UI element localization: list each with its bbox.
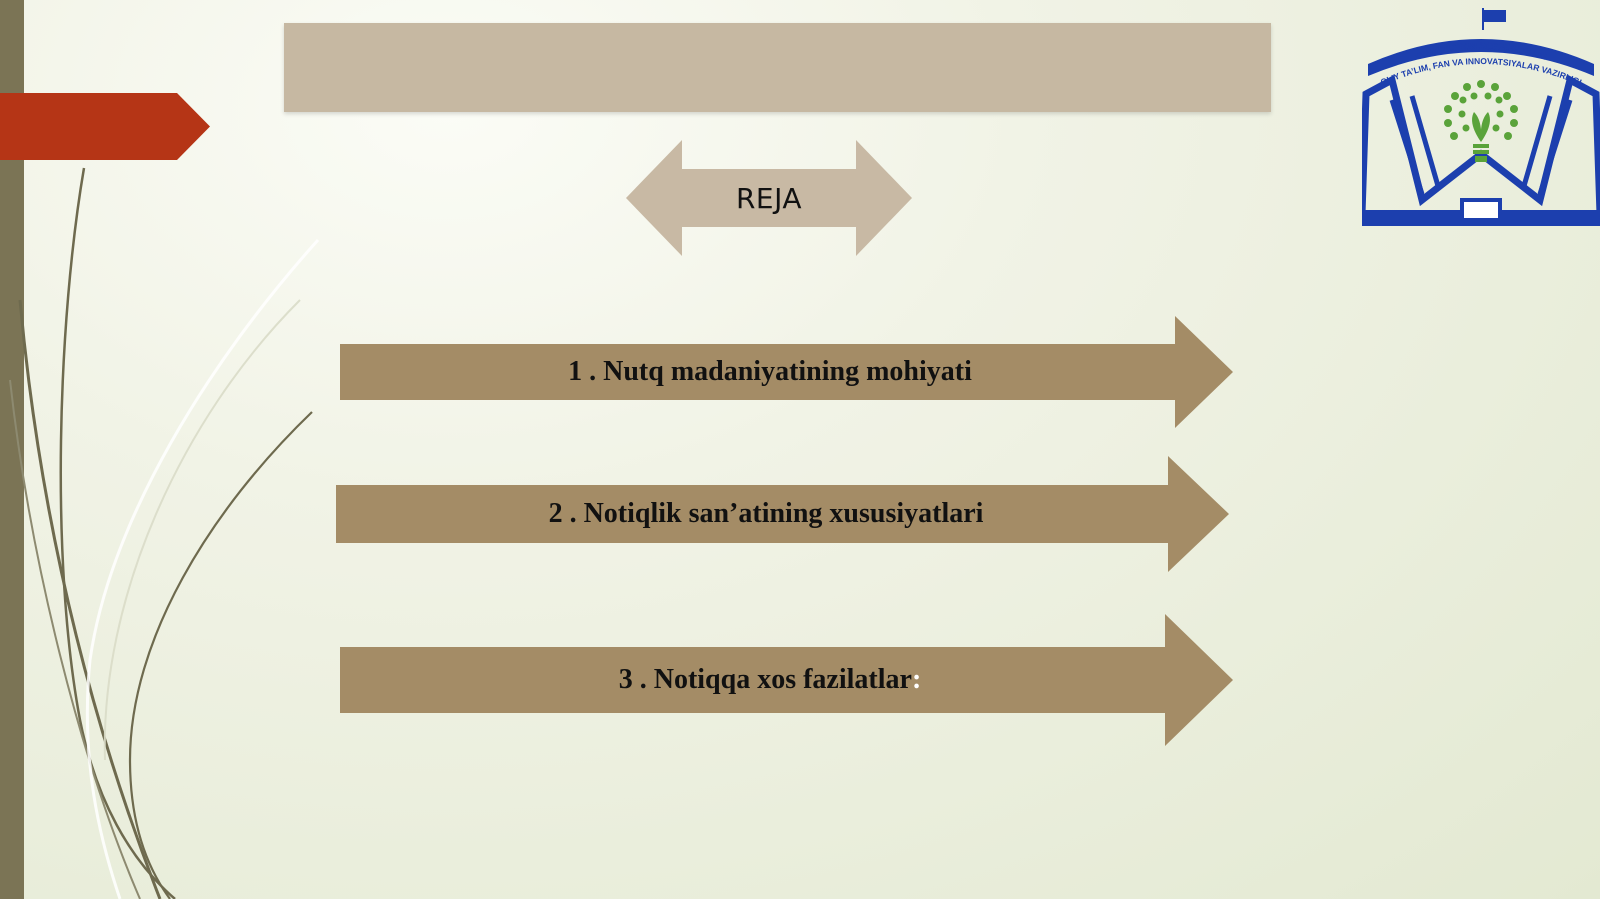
ministry-emblem-icon: O‘ZBEKISTON RESPUBLIKASI OLIY TA’LIM, FA… — [1362, 8, 1600, 226]
title-placeholder-box — [284, 23, 1271, 112]
flag-icon — [1482, 8, 1506, 30]
red-pentagon-tab — [0, 93, 210, 160]
plan-item-2-arrow: 2 . Notiqlik san’atining xususiyatlari — [336, 456, 1229, 572]
decorative-swooshes — [9, 167, 320, 899]
plan-item-3-arrow: 3 . Notiqqa xos fazilatlar: — [340, 614, 1233, 746]
plan-item-2: 2 . Notiqlik san’atining xususiyatlari — [336, 485, 1196, 543]
arrow-shape — [336, 456, 1229, 572]
plan-item-2-text: 2 . Notiqlik san’atining xususiyatlari — [548, 498, 984, 529]
plan-item-1-arrow: 1 . Nutq madaniyatining mohiyati — [340, 316, 1233, 428]
reja-label: REJA — [735, 181, 803, 215]
plan-item-3-text: 3 . Notiqqa xos fazilatlar — [618, 664, 912, 695]
reja-double-arrow — [626, 140, 912, 256]
arrow-shape — [340, 614, 1233, 746]
plan-item-3-colon: : — [911, 664, 922, 695]
plan-item-3: 3 . Notiqqa xos fazilatlar: — [340, 647, 1200, 713]
arrow-shape — [340, 316, 1233, 428]
plan-item-1-text: 1 . Nutq madaniyatining mohiyati — [568, 356, 972, 387]
plan-item-1: 1 . Nutq madaniyatining mohiyati — [340, 344, 1200, 400]
